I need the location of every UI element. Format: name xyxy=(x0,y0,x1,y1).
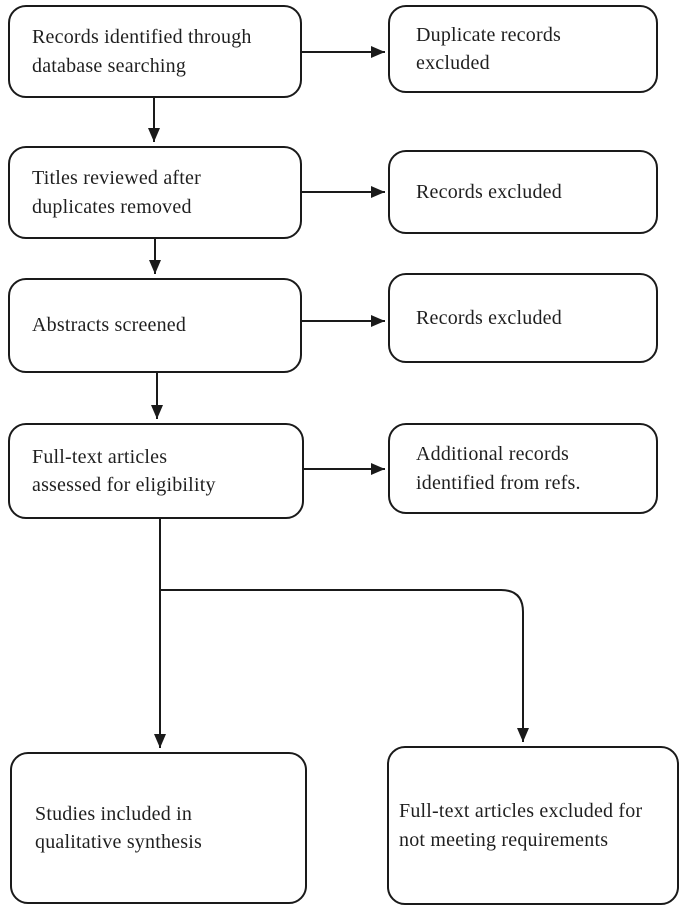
box-records-identified: Records identified through database sear… xyxy=(8,5,302,98)
box-records-excluded-2-label: Records excluded xyxy=(416,306,562,329)
box-duplicates-excluded-label: Duplicate records excluded xyxy=(416,23,562,74)
box-abstracts-screened-label: Abstracts screened xyxy=(32,314,187,337)
box-fulltext-assessed-label: Full-text articles assessed for eligibil… xyxy=(32,445,216,496)
box-titles-reviewed-label: Titles reviewed after duplicates removed xyxy=(32,167,201,218)
box-titles-reviewed: Titles reviewed after duplicates removed xyxy=(8,146,302,239)
box-records-excluded-1: Records excluded xyxy=(388,150,658,234)
box-fulltext-excluded-label: Full-text articles excluded for not meet… xyxy=(399,800,643,851)
box-records-identified-label: Records identified through database sear… xyxy=(32,26,252,77)
box-additional-records: Additional records identified from refs. xyxy=(388,423,658,514)
box-records-excluded-2: Records excluded xyxy=(388,273,658,363)
box-fulltext-assessed: Full-text articles assessed for eligibil… xyxy=(8,423,304,519)
box-abstracts-screened: Abstracts screened xyxy=(8,278,302,373)
box-records-excluded-1-label: Records excluded xyxy=(416,180,562,203)
box-duplicates-excluded: Duplicate records excluded xyxy=(388,5,658,93)
arrow-fulltext-to-excluded xyxy=(160,589,529,742)
box-studies-included: Studies included in qualitative synthesi… xyxy=(10,752,307,904)
box-studies-included-label: Studies included in qualitative synthesi… xyxy=(35,802,202,853)
box-additional-records-label: Additional records identified from refs. xyxy=(416,443,581,494)
box-fulltext-excluded: Full-text articles excluded for not meet… xyxy=(387,746,679,905)
